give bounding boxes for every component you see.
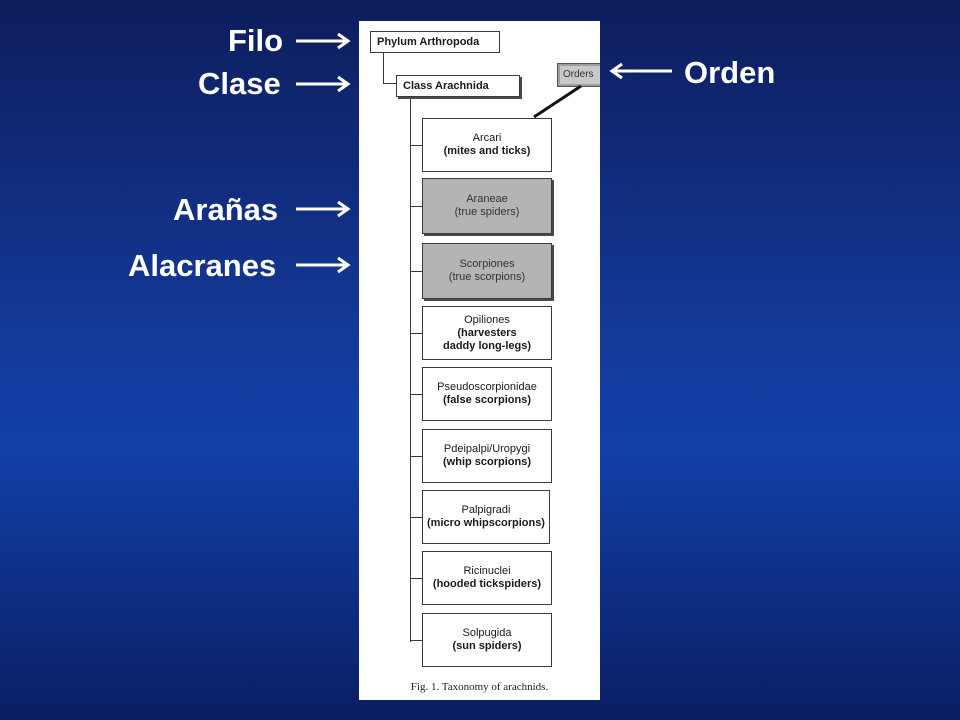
- order-box: Palpigradi(micro whipscorpions): [422, 490, 550, 544]
- order-common-name: (hooded tickspiders): [432, 578, 542, 590]
- arrow-right-icon: [296, 32, 351, 50]
- order-name: Scorpiones: [459, 258, 515, 270]
- order-common-name: (true spiders): [454, 206, 520, 218]
- order-box: Scorpiones(true scorpions): [422, 243, 552, 299]
- label-filo: Filo: [228, 23, 284, 58]
- order-name: Opiliones: [464, 314, 510, 326]
- order-name: Solpugida: [462, 627, 512, 639]
- order-common-name: (true scorpions): [448, 271, 526, 283]
- connector-line: [410, 517, 422, 518]
- label-aranas: Arañas: [173, 192, 279, 227]
- arrow-left-icon: [609, 62, 672, 80]
- order-common-name: (mites and ticks): [443, 145, 531, 157]
- order-common-name: (harvesters: [457, 327, 517, 339]
- order-common-name: (micro whipscorpions): [427, 517, 545, 529]
- order-name: Pseudoscorpionidae: [437, 381, 537, 393]
- arrow-right-icon: [296, 200, 351, 218]
- order-box: Pseudoscorpionidae(false scorpions): [422, 367, 552, 421]
- orders-pointer-line: [533, 84, 582, 119]
- class-box: Class Arachnida: [396, 75, 520, 97]
- connector-line: [410, 145, 422, 146]
- connector-line: [410, 456, 422, 457]
- order-common-name: (sun spiders): [452, 640, 522, 652]
- order-name: Arcari: [472, 132, 502, 144]
- arrow-right-icon: [296, 75, 351, 93]
- phylum-box: Phylum Arthropoda: [370, 31, 500, 53]
- orders-tag-label: Orders: [560, 66, 600, 84]
- arrow-right-icon: [296, 256, 351, 274]
- label-clase: Clase: [198, 66, 281, 101]
- figure-caption: Fig. 1. Taxonomy of arachnids.: [410, 681, 549, 693]
- order-name: Araneae: [466, 193, 508, 205]
- order-box: Arcari(mites and ticks): [422, 118, 552, 172]
- connector-line: [410, 206, 422, 207]
- order-box: Pdeipalpi/Uropygi(whip scorpions): [422, 429, 552, 483]
- order-common-name-extra: daddy long-legs): [443, 340, 531, 352]
- order-box: Solpugida(sun spiders): [422, 613, 552, 667]
- connector-line: [410, 97, 411, 642]
- connector-line: [410, 640, 422, 641]
- order-box: Ricinuclei(hooded tickspiders): [422, 551, 552, 605]
- order-name: Pdeipalpi/Uropygi: [443, 443, 531, 455]
- order-name: Ricinuclei: [463, 565, 511, 577]
- order-common-name: (whip scorpions): [443, 456, 531, 468]
- connector-line: [383, 83, 397, 84]
- connector-line: [410, 333, 422, 334]
- order-common-name: (false scorpions): [442, 394, 532, 406]
- connector-line: [383, 53, 384, 83]
- connector-line: [410, 578, 422, 579]
- connector-line: [410, 271, 422, 272]
- order-name: Palpigradi: [461, 504, 511, 516]
- connector-line: [410, 394, 422, 395]
- label-alacranes: Alacranes: [128, 248, 277, 283]
- order-box: Araneae(true spiders): [422, 178, 552, 234]
- taxonomy-figure: Phylum Arthropoda Class Arachnida Orders…: [359, 21, 600, 700]
- label-orden: Orden: [684, 55, 776, 90]
